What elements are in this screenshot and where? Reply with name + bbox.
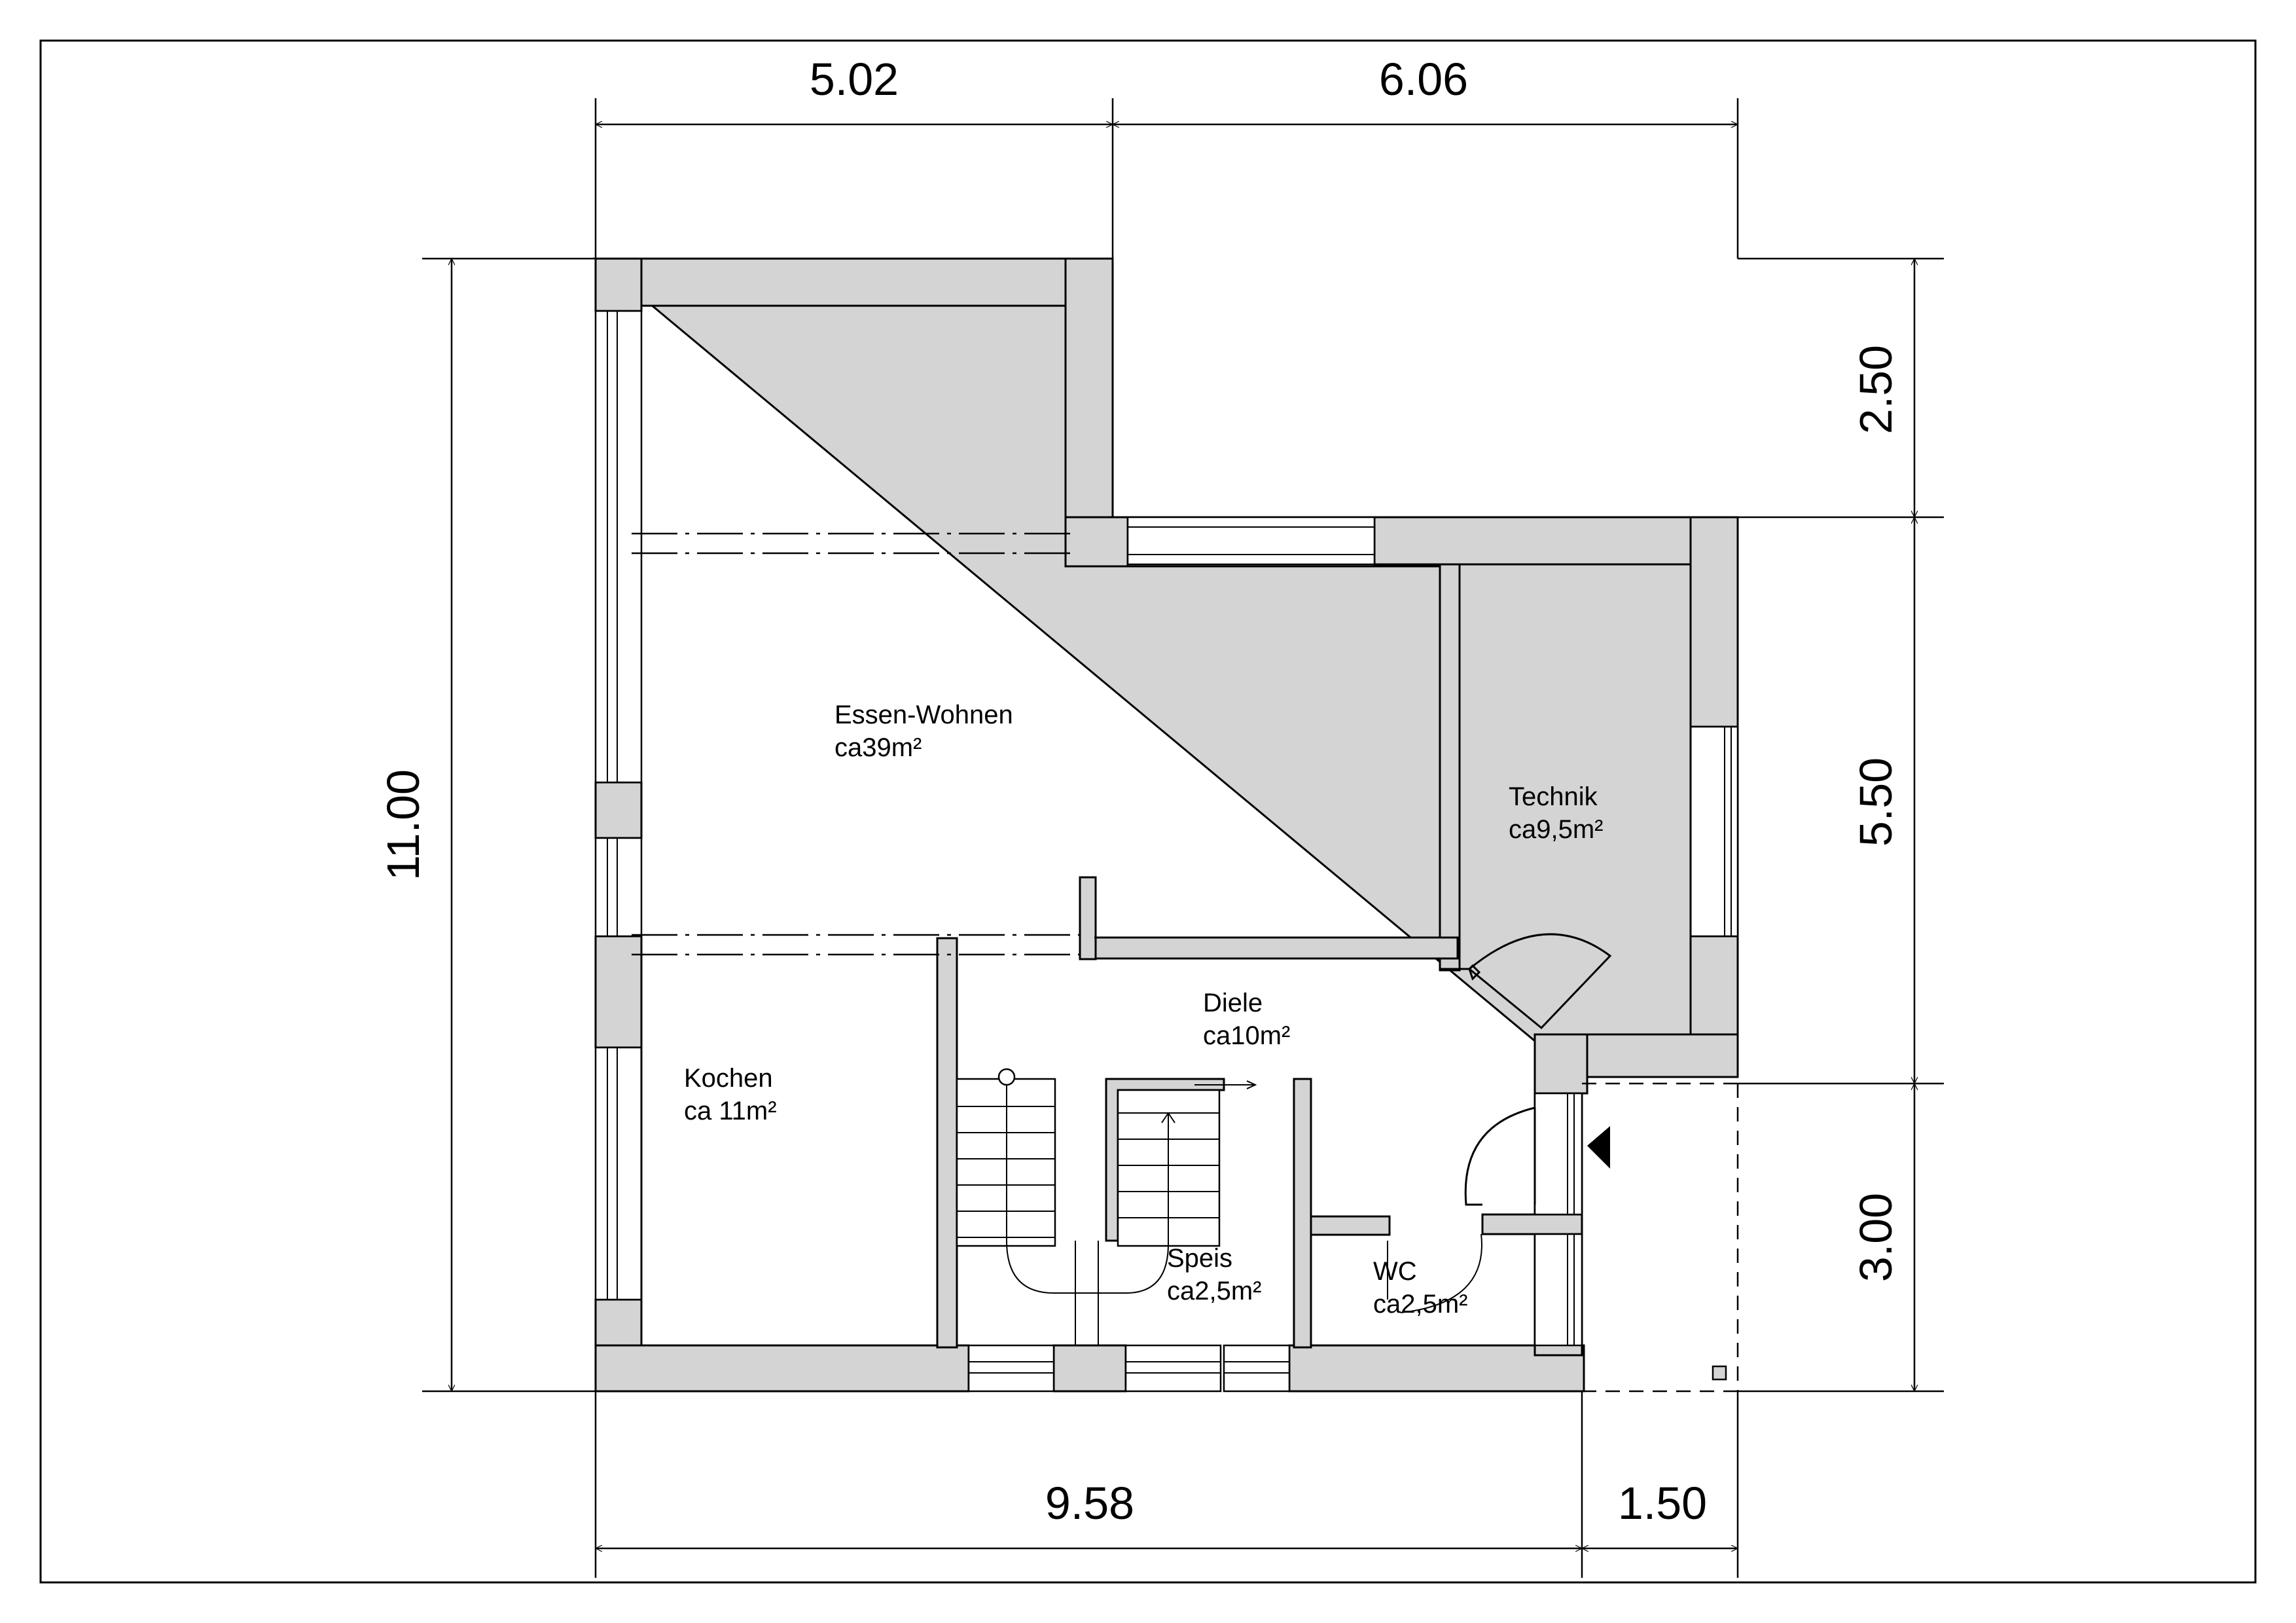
window-bottom-2 [1124,1344,1222,1393]
dim-top-right: 6.06 [1379,54,1468,105]
dim-top-left: 5.02 [810,54,899,105]
wall-living-partition [1093,936,1459,960]
wall-right-upper [1689,516,1739,728]
beam-lines [632,532,1080,956]
dimension-lines [422,98,1944,1578]
wall-kochen-right [936,937,958,1349]
room-name-speis: Speis [1167,1244,1232,1273]
dim-left-overall: 11.00 [378,769,429,881]
dim-bottom-right: 1.50 [1618,1478,1707,1529]
room-labels: Essen-Wohnen ca39m² Technik ca9,5m² Diel… [684,701,1604,1319]
window-left-2 [594,837,643,938]
wall-speis-top [1310,1215,1391,1236]
wall-protrusion-right [1064,257,1114,568]
wall-top-left [594,257,1114,307]
wall-top-right [1373,516,1739,566]
window-entry-upper [1534,1092,1583,1216]
window-bottom-3 [1223,1344,1291,1393]
wall-bottom-1 [594,1344,970,1393]
post-marker [1712,1365,1727,1381]
wall-living-stub [1079,876,1097,960]
entry-canopy [1582,1082,1739,1393]
window-left-3 [594,1046,643,1301]
dim-right-middle: 5.50 [1850,757,1901,847]
wall-wc-top-right [1481,1213,1583,1235]
room-name-technik: Technik [1509,782,1598,811]
wall-left-pier-2 [594,935,643,1049]
room-area-technik: ca9,5m² [1509,815,1604,844]
dim-right-bottom: 3.00 [1850,1193,1901,1282]
wall-technik-left [1439,563,1461,972]
room-name-essen-wohnen: Essen-Wohnen [834,701,1013,729]
room-area-essen-wohnen: ca39m² [834,733,922,762]
stairs [956,1068,1257,1345]
wall-left-pier-1 [594,781,643,839]
wall-protrusion-corner [1064,516,1129,568]
doors [1387,933,1612,1313]
room-area-wc: ca2,5m² [1373,1290,1468,1319]
room-name-diele: Diele [1203,989,1263,1017]
room-area-kochen: ca 11m² [684,1097,777,1125]
wall-speis-left [1293,1078,1312,1349]
window-entry-lower [1534,1233,1583,1347]
wall-entry-top [1534,1033,1588,1095]
window-top [1126,516,1376,566]
dim-bottom-left: 9.58 [1045,1478,1134,1529]
windows [594,310,1739,1393]
wall-protrusion [592,257,1739,1044]
wall-bottom-2 [1052,1344,1127,1393]
window-right [1689,725,1739,938]
wall-left-top [594,257,643,312]
stair-start-circle [997,1068,1016,1086]
dim-right-top: 2.50 [1850,345,1901,434]
entry-arrow-icon [1587,1126,1610,1169]
room-name-wc: WC [1373,1257,1417,1286]
room-area-diele: ca10m² [1203,1021,1290,1050]
interior-outlines [640,304,1692,1347]
room-area-speis: ca2,5m² [1167,1277,1262,1305]
window-bottom-1 [967,1344,1055,1393]
room-name-kochen: Kochen [684,1064,773,1093]
sheet-frame [39,39,2257,1584]
window-left-1 [594,310,643,784]
